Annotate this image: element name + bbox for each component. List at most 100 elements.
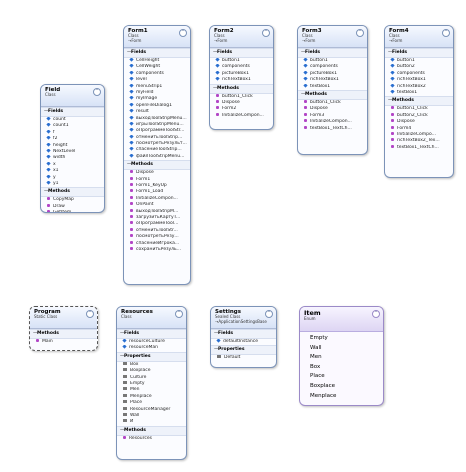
methods-section[interactable]: —Methods — [117, 425, 186, 436]
property-item[interactable]: ResourceManager — [117, 406, 186, 413]
field-item[interactable]: y1 — [41, 180, 104, 187]
method-item[interactable]: CopyMap — [41, 197, 104, 203]
field-item[interactable]: defaultInstance — [211, 339, 276, 345]
field-item[interactable]: посмотретьРезульт... — [124, 141, 190, 147]
collapse-icon[interactable]: ˄ — [262, 29, 270, 37]
method-item[interactable]: Main — [30, 339, 97, 345]
collapse-icon[interactable]: ˄ — [265, 310, 273, 318]
method-item[interactable]: Form4 — [385, 125, 453, 132]
method-item[interactable]: InitializeCompon... — [210, 112, 273, 119]
methods-section[interactable]: —Methods — [41, 187, 104, 198]
collapse-icon[interactable]: ˄ — [175, 310, 183, 318]
methods-section[interactable]: —Methods — [210, 83, 273, 94]
method-item[interactable]: отменитьToolStr... — [124, 227, 190, 234]
field-item[interactable]: отменитьToolStrip... — [124, 134, 190, 141]
class-header[interactable]: Form2 Class →Form ˄ — [210, 26, 273, 48]
fields-section[interactable]: —Fields — [385, 48, 453, 58]
enum-value[interactable]: Menplace — [300, 392, 383, 402]
field-item[interactable]: openFileDialog1 — [124, 102, 190, 109]
field-item[interactable]: NextLevel — [41, 148, 104, 155]
collapse-toggle-icon[interactable]: — — [44, 189, 49, 195]
method-item[interactable]: button1_Click — [210, 93, 273, 100]
collapse-toggle-icon[interactable]: — — [127, 50, 132, 55]
properties-section[interactable]: —Properties — [211, 345, 276, 356]
method-item[interactable]: textBox1_TextCh... — [385, 144, 453, 151]
method-item[interactable]: выходToolStripM... — [124, 208, 190, 215]
field-item[interactable]: richTextBox1 — [298, 77, 367, 83]
field-item[interactable]: x1 — [41, 168, 104, 174]
collapse-toggle-icon[interactable]: — — [127, 162, 132, 168]
method-item[interactable]: Form2 — [210, 106, 273, 112]
collapse-toggle-icon[interactable]: — — [120, 353, 125, 359]
class-header[interactable]: Form4 Class →Form ˄ — [385, 26, 453, 48]
method-item[interactable]: Form1 — [124, 176, 190, 183]
fields-section[interactable]: —Fields — [117, 329, 186, 339]
collapse-toggle-icon[interactable]: — — [214, 331, 219, 336]
class-program[interactable]: Program Static Class ˄ —Methods Main — [29, 306, 98, 351]
field-item[interactable]: выходToolStripMenu... — [124, 115, 190, 122]
field-item[interactable]: button1 — [298, 58, 367, 64]
collapse-toggle-icon[interactable]: — — [120, 427, 125, 433]
fields-section[interactable]: —Fields — [210, 48, 273, 58]
method-item[interactable]: OnPaint — [124, 202, 190, 208]
field-item[interactable]: components — [385, 70, 453, 77]
collapse-icon[interactable]: ˄ — [442, 29, 450, 37]
method-item[interactable]: оПрограммеTool... — [124, 221, 190, 227]
properties-section[interactable]: —Properties — [117, 351, 186, 362]
class-header[interactable]: Field Class ˄ — [41, 85, 104, 107]
field-item[interactable]: CellWeight — [124, 64, 190, 70]
enum-header[interactable]: Item Enum ˄ — [300, 307, 383, 332]
fields-section[interactable]: —Fields — [298, 48, 367, 58]
field-item[interactable]: components — [124, 70, 190, 77]
method-item[interactable]: InitializeCompon... — [298, 119, 367, 125]
field-item[interactable]: игрыToolStripMenu... — [124, 121, 190, 128]
property-item[interactable]: Box — [117, 361, 186, 368]
field-item[interactable]: resourceCulture — [117, 339, 186, 345]
property-item[interactable]: Empty — [117, 380, 186, 387]
collapse-toggle-icon[interactable]: — — [33, 331, 38, 336]
methods-section[interactable]: —Methods — [30, 329, 97, 339]
field-item[interactable]: width — [41, 155, 104, 161]
field-item[interactable]: components — [298, 64, 367, 70]
field-item[interactable]: f2 — [41, 136, 104, 142]
method-item[interactable]: InitializeCompo... — [385, 131, 453, 138]
methods-section[interactable]: —Methods — [298, 89, 367, 100]
method-item[interactable]: Draw — [41, 203, 104, 210]
field-item[interactable]: menuStrip1 — [124, 83, 190, 90]
field-item[interactable]: count — [41, 117, 104, 123]
property-item[interactable]: И — [117, 419, 186, 425]
field-item[interactable]: myField — [124, 89, 190, 96]
method-item[interactable]: Resources — [117, 435, 186, 442]
enum-value[interactable]: Boxplace — [300, 382, 383, 392]
class-header[interactable]: Form3 Class →Form ˄ — [298, 26, 367, 48]
collapse-toggle-icon[interactable]: — — [388, 98, 393, 104]
collapse-toggle-icon[interactable]: — — [213, 50, 218, 55]
methods-section[interactable]: —Methods — [124, 160, 190, 171]
field-item[interactable]: components — [210, 64, 273, 70]
collapse-toggle-icon[interactable]: — — [213, 85, 218, 91]
field-item[interactable]: richTextBox2 — [385, 83, 453, 90]
field-item[interactable]: button1 — [385, 58, 453, 64]
collapse-toggle-icon[interactable]: — — [301, 91, 306, 97]
field-item[interactable]: richTextBox1 — [210, 77, 273, 83]
methods-section[interactable]: —Methods — [385, 96, 453, 107]
field-item[interactable]: resourceMan — [117, 345, 186, 351]
field-item[interactable]: оПрограммеToolStr... — [124, 128, 190, 134]
method-item[interactable]: Dispose — [210, 99, 273, 106]
class-header[interactable]: Resources Class ˄ — [117, 307, 186, 329]
field-item[interactable]: result — [124, 109, 190, 115]
field-item[interactable]: button2 — [385, 64, 453, 70]
property-item[interactable]: Default — [211, 355, 276, 361]
method-item[interactable]: Form3 — [298, 112, 367, 119]
collapse-icon[interactable]: ˄ — [86, 310, 94, 318]
class-resources[interactable]: Resources Class ˄ —Fields resourceCultur… — [116, 306, 187, 460]
method-item[interactable]: Form1_KeyUp — [124, 183, 190, 189]
property-item[interactable]: Place — [117, 400, 186, 406]
enum-value[interactable]: Wall — [300, 344, 383, 354]
collapse-icon[interactable]: ˄ — [356, 29, 364, 37]
field-item[interactable]: CellHeight — [124, 58, 190, 64]
